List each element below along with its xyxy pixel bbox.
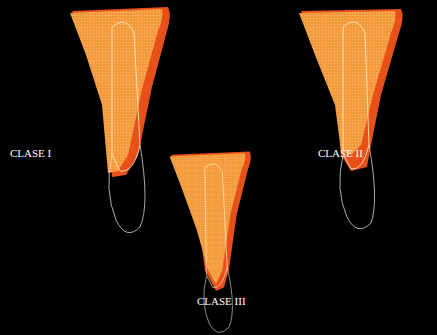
tooth-figure <box>299 9 403 229</box>
class-label: CLASE III <box>197 296 246 307</box>
tooth-figure <box>70 7 170 233</box>
tooth-figure <box>170 152 251 333</box>
class-label: CLASE II <box>318 148 363 159</box>
class-label: CLASE I <box>10 148 51 159</box>
